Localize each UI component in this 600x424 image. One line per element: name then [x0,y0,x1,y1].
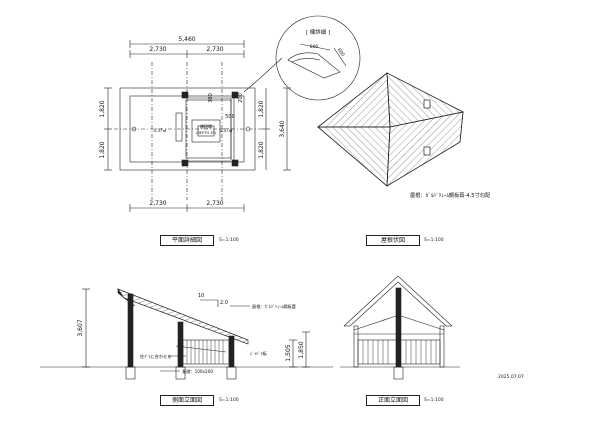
side-roof-material: 屋根：ｶﾞﾙﾊﾞﾘｭｰﾑ鋼板葺 [252,303,296,310]
slope-rise: 10 [198,293,204,299]
plan-scale: S=1:100 [219,238,239,243]
detail-dimension-b: 600 [336,47,346,58]
side-fence-height-b: 1,850 [298,341,305,358]
plan-right-height-top: 1,820 [258,100,265,117]
roof-note: 屋根：ｶﾞﾙﾊﾞﾘｭｰﾑ鋼板葺-4.5寸勾配 [410,191,491,199]
plan-bottom-width-left: 2,730 [149,200,166,207]
plan-half-width-right: 2,730 [206,46,223,53]
side-base-note: 基礎：100x200 [182,368,213,375]
side-fence-height: 1,505 [285,344,292,361]
detail-title: [ 棟詳細 ] [306,28,330,36]
roof-scale: S=1:100 [424,238,444,243]
roof-title: 屋根伏図 [366,235,420,246]
plan-total-height: 3,640 [279,120,286,137]
plan-title: 平面詳細図 [160,235,214,246]
side-post-joint-note: 柱ﾂﾞﾗに合わせる [140,353,171,360]
plan-center-label: 踏段場 [200,123,212,129]
side-title: 側面立面図 [160,395,214,406]
plan-left-area: 4.37㎡ [154,127,167,133]
plan-post-a: 300 [208,93,214,103]
plan-right-area: 4.37㎡ [220,127,233,133]
plan-step: 500 [225,114,235,120]
side-elevation [40,288,333,380]
plan-bottom-width-right: 2,730 [206,200,223,207]
drawing-date: 2025.07.07 [498,374,524,380]
front-title: 正面立面図 [366,395,420,406]
plan-left-height-bottom: 1,820 [99,141,106,158]
front-scale: S=1:100 [424,398,444,403]
side-fence-note: ｼﾞｬﾊﾞﾗ板 [250,350,268,357]
plan-left-height-top: 1,820 [99,100,106,117]
side-scale: S=1:100 [219,398,239,403]
plan-post-b: 200 [238,93,244,103]
plan-right-height-bottom: 1,820 [258,141,265,158]
roof-plan [316,72,465,187]
plan-center-sub: (DEPTH 30) [196,131,217,135]
detail-dimension-a: 600 [310,44,319,50]
plan-half-width-left: 2,730 [149,46,166,53]
slope-run: 2.0 [220,300,228,306]
side-total-height: 3,607 [77,319,84,336]
plan-total-width: 5,460 [178,36,195,43]
ridge-detail [275,15,361,101]
front-elevation [340,275,460,380]
plan-view [104,40,291,212]
